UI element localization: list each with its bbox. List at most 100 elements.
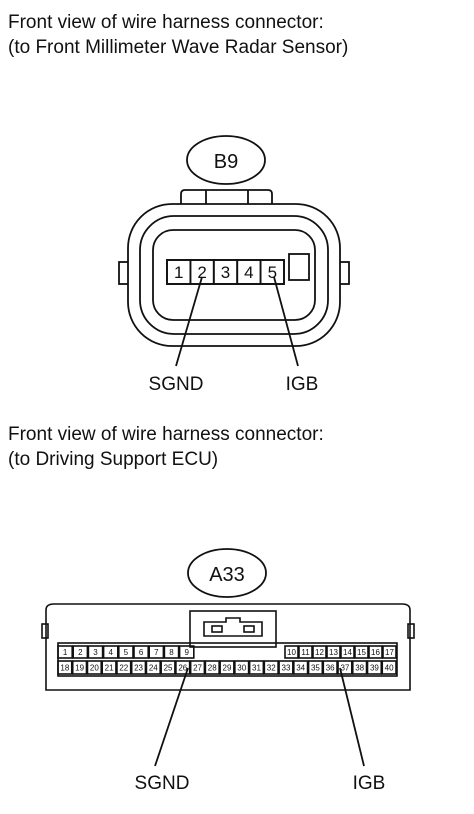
a33-right-tab bbox=[407, 623, 415, 639]
a33-pin-22-cell bbox=[116, 660, 132, 675]
b9-pin-5-label: 5 bbox=[268, 263, 277, 282]
a33-pin-19-cell bbox=[71, 660, 88, 675]
a33-pin-36-label: 36 bbox=[326, 663, 335, 672]
b9-heading-line1: Front view of wire harness connector: bbox=[8, 12, 324, 33]
a33-pin-21-cell bbox=[101, 660, 117, 675]
a33-pin-39-label: 39 bbox=[370, 663, 379, 672]
a33-pin-28-label: 28 bbox=[208, 663, 217, 672]
a33-pin-34-label: 34 bbox=[296, 663, 305, 672]
a33-pin-1-label: 1 bbox=[63, 648, 68, 657]
a33-pin-5-label: 5 bbox=[124, 648, 129, 657]
a33-pin-14-cell bbox=[340, 645, 355, 659]
a33-pin-6-label: 6 bbox=[139, 648, 144, 657]
a33-pin-block bbox=[57, 642, 398, 677]
a33-pin-22-label: 22 bbox=[119, 663, 128, 672]
a33-pin-35-label: 35 bbox=[311, 663, 320, 672]
a33-pin-35-cell bbox=[307, 660, 324, 675]
b9-heading-line2: (to Front Millimeter Wave Radar Sensor) bbox=[8, 37, 349, 58]
a33-pin-4-cell bbox=[102, 645, 119, 659]
a33-pin-27-label: 27 bbox=[193, 663, 202, 672]
a33-pin-5-cell bbox=[118, 645, 134, 659]
a33-pin-10-label: 10 bbox=[287, 648, 296, 657]
b9-pin-2-label: 2 bbox=[197, 263, 206, 282]
b9-pin-4-label: 4 bbox=[244, 263, 253, 282]
a33-pin-31-cell bbox=[248, 660, 265, 675]
b9-cavity bbox=[152, 229, 316, 321]
a33-pin-8-cell bbox=[163, 645, 180, 659]
a33-pin-27-cell bbox=[189, 660, 206, 675]
a33-lock-cavity bbox=[189, 610, 277, 648]
a33-pin-37-label: 37 bbox=[340, 663, 349, 672]
a33-pin-32-cell bbox=[263, 660, 279, 675]
a33-pin-1-cell bbox=[57, 645, 73, 659]
a33-heading-line1: Front view of wire harness connector: bbox=[8, 424, 324, 445]
a33-pin-11-label: 11 bbox=[301, 648, 310, 657]
a33-pin-13-cell bbox=[326, 645, 341, 659]
a33-pin-12-cell bbox=[312, 645, 327, 659]
a33-pin-16-cell bbox=[368, 645, 383, 659]
a33-pin-14-label: 14 bbox=[343, 648, 352, 657]
a33-pin-8-label: 8 bbox=[169, 648, 174, 657]
a33-pin-15-cell bbox=[354, 645, 369, 659]
a33-code-bubble bbox=[187, 548, 267, 598]
b9-pin-1-label: 1 bbox=[174, 263, 183, 282]
b9-pin-5-cell bbox=[259, 259, 285, 285]
a33-pin-38-label: 38 bbox=[355, 663, 364, 672]
a33-pin-34-cell bbox=[293, 660, 309, 675]
b9-code-bubble bbox=[186, 135, 266, 185]
a33-pin-26-cell bbox=[175, 660, 191, 675]
a33-pin-23-label: 23 bbox=[134, 663, 143, 672]
a33-pin-39-cell bbox=[366, 660, 383, 675]
a33-pin-36-cell bbox=[322, 660, 338, 675]
a33-pin-32-label: 32 bbox=[267, 663, 276, 672]
a33-lock-slot-left bbox=[211, 625, 223, 633]
a33-pin-21-label: 21 bbox=[105, 663, 114, 672]
a33-igb-label: IGB bbox=[353, 773, 386, 794]
a33-pin-13-label: 13 bbox=[329, 648, 338, 657]
a33-pin-4-label: 4 bbox=[108, 648, 113, 657]
a33-pin-11-cell bbox=[298, 645, 313, 659]
a33-pin-33-label: 33 bbox=[282, 663, 291, 672]
a33-pin-23-cell bbox=[130, 660, 147, 675]
a33-pin-9-cell bbox=[178, 645, 195, 659]
b9-heading: Front view of wire harness connector: (t… bbox=[8, 10, 348, 60]
a33-pin-16-label: 16 bbox=[371, 648, 380, 657]
a33-pin-30-label: 30 bbox=[237, 663, 246, 672]
b9-latch bbox=[180, 189, 273, 205]
a33-heading: Front view of wire harness connector: (t… bbox=[8, 422, 324, 472]
b9-code-label: B9 bbox=[214, 151, 238, 173]
a33-pin-17-label: 17 bbox=[385, 648, 394, 657]
a33-pin-24-label: 24 bbox=[149, 663, 158, 672]
a33-pin-2-label: 2 bbox=[78, 648, 83, 657]
a33-pin-7-cell bbox=[148, 645, 165, 659]
a33-pin-3-label: 3 bbox=[93, 648, 98, 657]
a33-pin-31-label: 31 bbox=[252, 663, 261, 672]
a33-pin-40-label: 40 bbox=[385, 663, 394, 672]
a33-pin-18-cell bbox=[57, 660, 73, 675]
b9-igb-leader bbox=[273, 276, 299, 367]
a33-pin-17-cell bbox=[382, 645, 397, 659]
b9-sgnd-leader bbox=[175, 276, 203, 367]
a33-pin-12-label: 12 bbox=[315, 648, 324, 657]
a33-pin-20-label: 20 bbox=[90, 663, 99, 672]
a33-igb-leader bbox=[339, 667, 365, 767]
a33-left-tab bbox=[41, 623, 49, 639]
a33-lock-slot-right bbox=[243, 625, 255, 633]
a33-pin-40-cell bbox=[381, 660, 397, 675]
b9-housing-outer bbox=[127, 203, 341, 347]
a33-pin-20-cell bbox=[86, 660, 103, 675]
b9-pin-3-label: 3 bbox=[221, 263, 230, 282]
b9-igb-label: IGB bbox=[286, 374, 319, 395]
a33-pin-29-label: 29 bbox=[223, 663, 232, 672]
a33-pin-6-cell bbox=[133, 645, 149, 659]
a33-pin-26-label: 26 bbox=[178, 663, 187, 672]
b9-housing-inner bbox=[139, 215, 329, 335]
a33-pin-29-cell bbox=[219, 660, 235, 675]
a33-pin-7-label: 7 bbox=[154, 648, 159, 657]
a33-pin-19-label: 19 bbox=[75, 663, 84, 672]
